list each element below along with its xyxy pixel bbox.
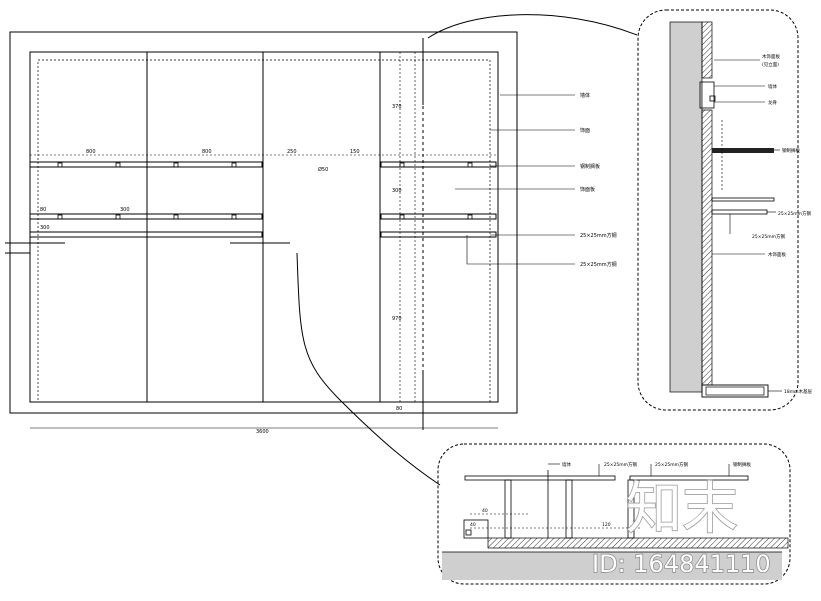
label-square-tube-2: 25×25mm方钢 [655, 461, 688, 468]
finish-layer-main [701, 109, 713, 386]
shelf [29, 231, 263, 238]
watermark-id: ID: 164841110 [592, 550, 771, 578]
label-steel-shelf: 钢制搁板 [580, 163, 600, 170]
label-square-tube-2: 25×25mm方钢 [752, 233, 785, 240]
finish-layer-top [701, 21, 713, 79]
label-square-tube-1: 25×25mm方钢 [580, 232, 617, 239]
watermark: 知末 ID: 164841110 [591, 476, 771, 579]
top-shelf [464, 475, 616, 481]
top-shelf-right [629, 475, 749, 481]
section-shelf [711, 197, 775, 202]
elevation-inner-frame [29, 51, 499, 403]
label-steel-shelf: 钢制搁板 [733, 461, 751, 468]
dim-center-mark: Ø50 [318, 166, 328, 173]
shelf [29, 213, 263, 220]
label-square-tube-2: 25×25mm方钢 [580, 261, 617, 268]
detail-bubble [637, 9, 799, 411]
shelf [380, 231, 497, 238]
dim-total-width: 3600 [256, 429, 269, 435]
base-hatch [487, 537, 789, 549]
label-see-elevation: (见立面) [762, 61, 779, 68]
elevation-drawing [5, 14, 638, 486]
section-shelf [712, 148, 774, 153]
bracket-small [465, 529, 472, 536]
detail-callout-curve [427, 14, 638, 39]
shelf [380, 213, 497, 220]
floor-slab [442, 552, 782, 580]
dim-small-a: 300 [120, 207, 130, 213]
section-shelf [711, 209, 768, 215]
dim-shelf-span-mid: 800 [202, 149, 212, 155]
dim-mid-height: 300 [392, 188, 402, 194]
bracket-small [709, 95, 716, 102]
dim-shelf-span-left: 800 [86, 149, 96, 155]
dim-d3: 40 [470, 522, 476, 528]
label-finish-panel: 饰面板 [580, 186, 595, 193]
post [627, 479, 635, 539]
label-keel: 龙骨 [768, 99, 777, 106]
label-square-tube-1: 25×25mm方钢 [604, 461, 637, 468]
leader-line [466, 235, 575, 265]
label-finish: 饰面 [580, 127, 590, 134]
dim-gap-center: 250 [287, 149, 297, 155]
elevation-labels: 墙体 饰面 钢制搁板 饰面板 25×25mm方钢 25×25mm方钢 [580, 92, 617, 268]
horizontal-section-detail: 墙体 25×25mm方钢 25×25mm方钢 钢制搁板 40 120 40 [437, 443, 791, 585]
vertical-section-detail: 木饰面板 (见立面) 墙体 龙骨 钢制搁板 25×25mm方钢 25×25mm方… [637, 9, 812, 411]
dim-small-b: 300 [40, 225, 50, 231]
label-wood-base: 18mm木基层 [784, 388, 812, 395]
dim-base-height: 80 [396, 406, 402, 412]
shelf-brackets [57, 162, 473, 220]
label-veneer-panel: 木饰面板 [762, 53, 780, 60]
base-box-inner [705, 386, 765, 396]
bracket-block [699, 81, 715, 109]
label-steel-shelf: 钢制搁板 [782, 147, 800, 154]
detail-bubble [437, 443, 791, 585]
wall-concrete [669, 21, 703, 393]
label-wall: 墙体 [580, 92, 590, 99]
detail-callout-curve [296, 252, 441, 486]
dim-small-left: 80 [40, 207, 46, 213]
dim-d1: 40 [482, 508, 488, 514]
watermark-logo: 知末 [626, 477, 738, 542]
label-wall: 墙体 [768, 83, 777, 90]
shelf [380, 161, 497, 168]
dim-lower-height: 970 [392, 316, 402, 322]
label-wall: 墙体 [562, 461, 571, 468]
elevation-dotted-offset [37, 59, 491, 403]
dim-d2: 120 [602, 522, 611, 528]
post [504, 479, 512, 539]
dim-gap-right: 150 [350, 149, 360, 155]
elevation-dimension-texts: 800 800 250 150 80 300 300 370 300 970 8… [40, 104, 402, 435]
label-square-tube-1: 25×25mm方钢 [778, 210, 811, 217]
label-veneer-panel-2: 木饰面板 [768, 251, 786, 258]
bracket-block [463, 519, 489, 539]
dim-ceiling-height: 370 [392, 104, 402, 110]
shelf [29, 161, 263, 168]
post [565, 479, 573, 539]
